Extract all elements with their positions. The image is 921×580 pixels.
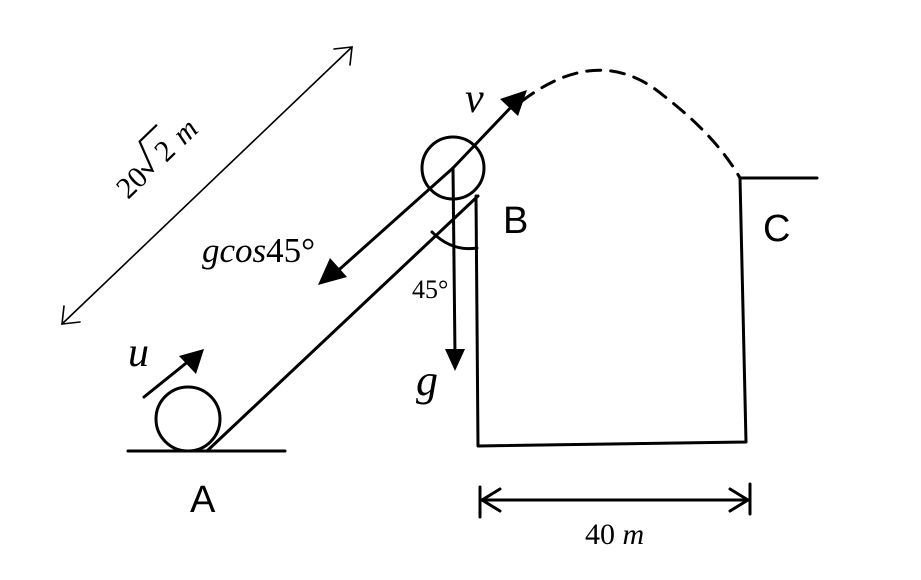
label-point-b: B	[503, 200, 528, 242]
gap-dim-right-arrowhead	[728, 487, 750, 513]
incline-length-unit: m	[166, 112, 205, 151]
radical-sign	[138, 124, 158, 173]
label-point-a: A	[190, 479, 216, 521]
gravity-arrowhead	[445, 349, 465, 371]
projectile-trajectory	[520, 68, 742, 180]
gravity-arrow	[451, 166, 457, 358]
gap-dim-left-arrowhead	[480, 487, 502, 513]
label-initial-velocity: u	[128, 330, 149, 376]
gcos45-arrow	[330, 166, 455, 278]
angle-arc	[430, 230, 479, 251]
label-point-c: C	[763, 208, 790, 250]
initial-velocity-arrow	[142, 358, 192, 399]
block-outline	[474, 176, 819, 448]
gcos45-prefix: gcos	[202, 231, 266, 270]
gap-value: 40	[585, 518, 615, 551]
label-velocity-v: v	[465, 76, 484, 122]
label-gap: 40 m	[585, 518, 644, 551]
velocity-v-arrow	[451, 102, 516, 170]
velocity-v-arrowhead	[500, 90, 527, 116]
label-incline-length: 20 2 m	[110, 112, 205, 205]
incline-length-coeff: 20	[110, 160, 155, 205]
label-gravity: g	[416, 356, 438, 405]
gap-unit: m	[623, 518, 645, 551]
gcos45-arrowhead	[318, 258, 347, 285]
gcos45-angle: 45°	[266, 231, 315, 270]
label-gcos45: gcos45°	[202, 231, 315, 270]
label-angle-45: 45°	[412, 275, 448, 304]
incline-length-dim-arrow-low	[61, 305, 81, 325]
incline-length-dim-arrow-high	[333, 46, 353, 66]
incline-line	[205, 194, 480, 453]
initial-velocity-arrowhead	[179, 349, 204, 374]
incline-length-dim-line	[61, 46, 353, 325]
ball-at-a	[154, 385, 222, 453]
